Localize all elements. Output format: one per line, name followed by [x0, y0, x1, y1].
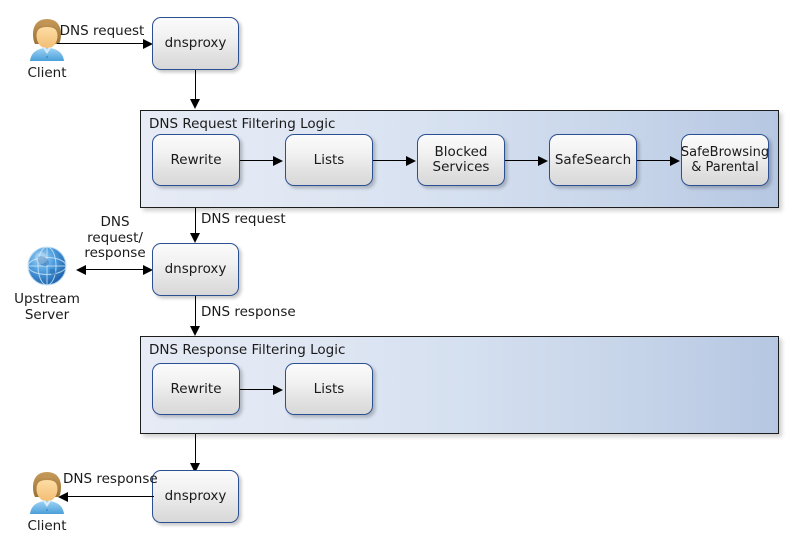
edge-blocked-to-safesearch-line — [505, 160, 540, 161]
edge-response-filtering-to-proxy-line — [195, 434, 196, 464]
stage-lists-response[interactable]: Lists — [285, 363, 373, 415]
edge-rewrite-to-lists-response-line — [240, 389, 275, 390]
dnsproxy-middle-node[interactable]: dnsproxy — [152, 243, 239, 296]
edge-rewrite-to-lists-response-arrowhead — [273, 384, 283, 395]
dnsproxy-top-node[interactable]: dnsproxy — [152, 17, 239, 70]
edge-blocked-to-safesearch-arrowhead — [538, 155, 548, 166]
response-filtering-group-title: DNS Response Filtering Logic — [149, 342, 346, 358]
edge-client-to-proxy-top-line — [57, 43, 145, 44]
stage-lists-request[interactable]: Lists — [285, 134, 373, 186]
edge-safesearch-to-safebrowsing-arrowhead — [670, 155, 680, 166]
dnsproxy-bottom-node[interactable]: dnsproxy — [152, 470, 239, 523]
stage-lists-response-label: Lists — [313, 380, 345, 397]
edge-safesearch-to-safebrowsing-line — [637, 160, 672, 161]
edge-proxy-to-upstream-line — [83, 269, 147, 270]
client-top-caption: Client — [27, 65, 67, 81]
stage-safebrowsing-parental[interactable]: SafeBrowsing & Parental — [681, 134, 769, 186]
stage-blocked-services[interactable]: Blocked Services — [417, 134, 505, 186]
dnsproxy-top-label: dnsproxy — [164, 35, 227, 51]
stage-lists-request-label: Lists — [313, 151, 345, 168]
client-bottom-caption: Client — [27, 518, 67, 534]
stage-rewrite-response-label: Rewrite — [170, 380, 222, 397]
edge-request-filtering-to-proxy-arrowhead — [190, 233, 200, 243]
edge-proxy-to-upstream-arrowhead-left — [76, 264, 86, 275]
edge-rewrite-to-lists-arrowhead — [273, 155, 283, 166]
edge-proxy-to-client-bottom-arrowhead — [58, 491, 68, 502]
user-avatar-icon-bottom — [24, 470, 70, 516]
stage-rewrite-request-label: Rewrite — [170, 151, 222, 168]
edge-proxy-to-request-filtering-arrowhead — [190, 99, 200, 109]
edge-request-filtering-to-proxy-label: DNS request — [201, 211, 286, 227]
edge-request-filtering-to-proxy-line — [195, 208, 196, 236]
edge-proxy-to-response-filtering-line — [195, 296, 196, 327]
edge-client-to-proxy-top-label: DNS request — [59, 23, 145, 39]
edge-proxy-to-client-bottom-line — [66, 496, 154, 497]
globe-icon — [24, 243, 70, 289]
request-filtering-group-title: DNS Request Filtering Logic — [149, 116, 336, 132]
edge-proxy-to-request-filtering-line — [195, 70, 196, 100]
edge-response-filtering-to-proxy-arrowhead — [190, 463, 200, 473]
edge-lists-to-blocked-arrowhead — [406, 155, 416, 166]
stage-blocked-services-label: Blocked Services — [432, 144, 490, 175]
edge-proxy-to-client-bottom-label: DNS response — [63, 471, 158, 487]
edge-proxy-to-upstream-arrowhead-right — [143, 264, 153, 275]
edge-client-to-proxy-top-arrowhead — [143, 38, 153, 49]
edge-proxy-to-response-filtering-arrowhead — [190, 326, 200, 336]
edge-proxy-to-upstream-label: DNS request/ response — [84, 214, 146, 261]
edge-rewrite-to-lists-line — [240, 160, 275, 161]
response-filtering-group: DNS Response Filtering Logic — [140, 336, 779, 434]
dnsproxy-middle-label: dnsproxy — [164, 261, 227, 277]
dnsproxy-bottom-label: dnsproxy — [164, 488, 227, 504]
stage-safebrowsing-parental-label: SafeBrowsing & Parental — [680, 145, 770, 175]
stage-safesearch-label: SafeSearch — [554, 151, 632, 168]
upstream-server-caption: Upstream Server — [14, 291, 80, 323]
user-avatar-icon — [24, 17, 70, 63]
edge-lists-to-blocked-line — [373, 160, 408, 161]
stage-safesearch[interactable]: SafeSearch — [549, 134, 637, 186]
stage-rewrite-response[interactable]: Rewrite — [152, 363, 240, 415]
edge-proxy-to-response-filtering-label: DNS response — [201, 304, 296, 320]
stage-rewrite-request[interactable]: Rewrite — [152, 134, 240, 186]
